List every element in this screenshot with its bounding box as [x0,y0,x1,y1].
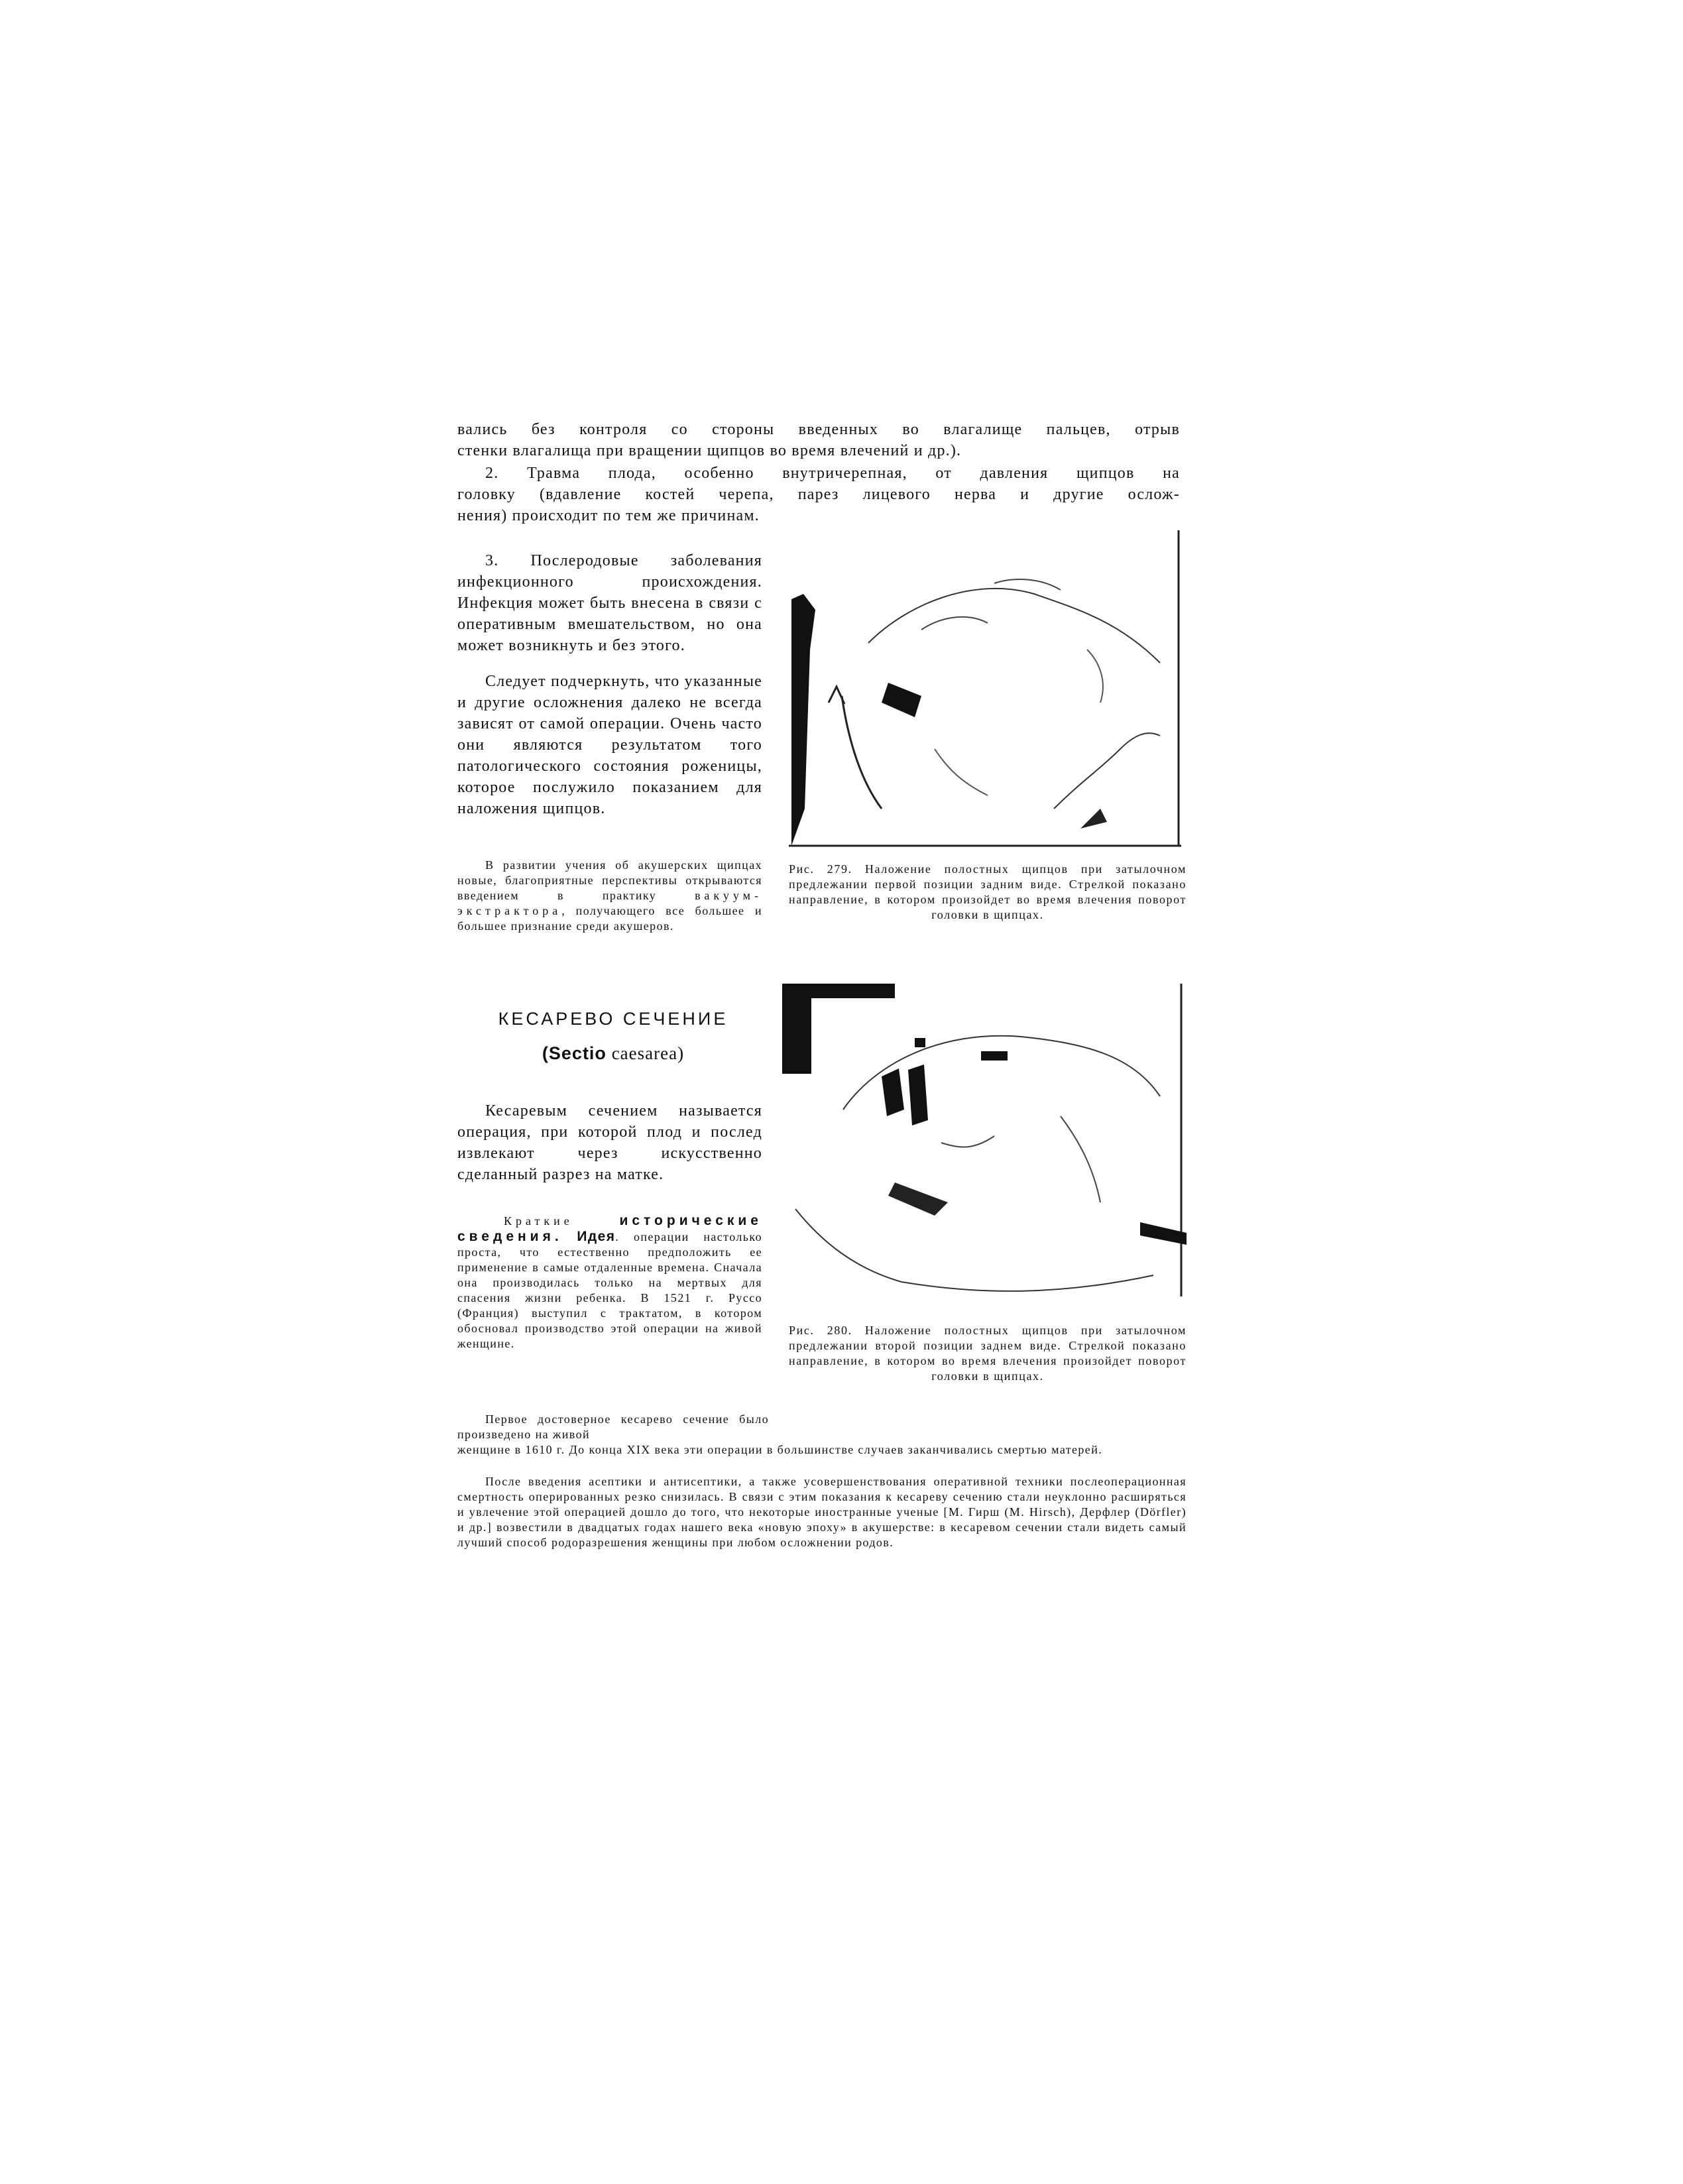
item-2-line-2: головку (вдавление костей черепа, парез … [457,486,1180,503]
figure-279-caption: Рис. 279. Наложение полостных щипцов при… [789,862,1187,921]
vacuum-note-text-after: , получающего все большее и большее приз… [457,904,762,933]
history-text: . операции настолько проста, что естеств… [457,1230,762,1350]
history-label-1: Краткие [504,1214,573,1228]
history-label-3: Идея [577,1229,616,1244]
first-cesarean-part-2: женщине в 1610 г. До конца XIX века эти … [457,1443,1103,1456]
figure-279-image [789,530,1187,854]
figure-280-caption: Рис. 280. Наложение полостных щипцов при… [789,1324,1187,1383]
section-subheading-latin-2: caesarea) [611,1043,685,1063]
definition-paragraph: Кесаревым сечением называется операция, … [457,1102,762,1183]
vacuum-note: В развитии учения об акушерских щипцах н… [457,858,762,934]
section-heading: КЕСАРЕВО СЕЧЕНИЕ [498,1009,728,1029]
item-3: 3. Послеродовые заболевания инфекционног… [457,552,762,654]
first-cesarean-part-1: Первое достоверное кесарево сечение было… [457,1412,769,1441]
vacuum-note-term: вакуум-экстрактора [457,889,762,917]
item-2-line-1: 2. Травма плода, особенно внутричерепная… [485,465,1180,482]
history-label-2: исторические сведения. [457,1213,762,1244]
history-paragraph: Краткие исторические сведения. Идея. опе… [457,1213,762,1351]
section-subheading-latin-1: (Sectio [542,1043,607,1063]
top-paragraph-line-2: стенки влагалища при вращении щипцов во … [457,442,962,459]
top-paragraph-line-1: вались без контроля со стороны введенных… [457,421,1180,438]
figure-280: Рис. 280. Наложение полостных щипцов при… [782,984,1187,1383]
figure-280-image [782,984,1187,1302]
figure-279: Рис. 279. Наложение полостных щипцов при… [789,530,1187,921]
after-asepsis-paragraph: После введения асептики и антисептики, а… [457,1475,1187,1549]
section-subheading: (Sectio caesarea) [457,1043,769,1064]
item-2-tail: нения) происходит по тем же причинам. [457,507,760,524]
emphasis-paragraph: Следует подчеркнуть, что указанные и дру… [457,673,762,817]
vacuum-note-text-before: В развитии учения об акушерских щипцах н… [457,858,762,902]
